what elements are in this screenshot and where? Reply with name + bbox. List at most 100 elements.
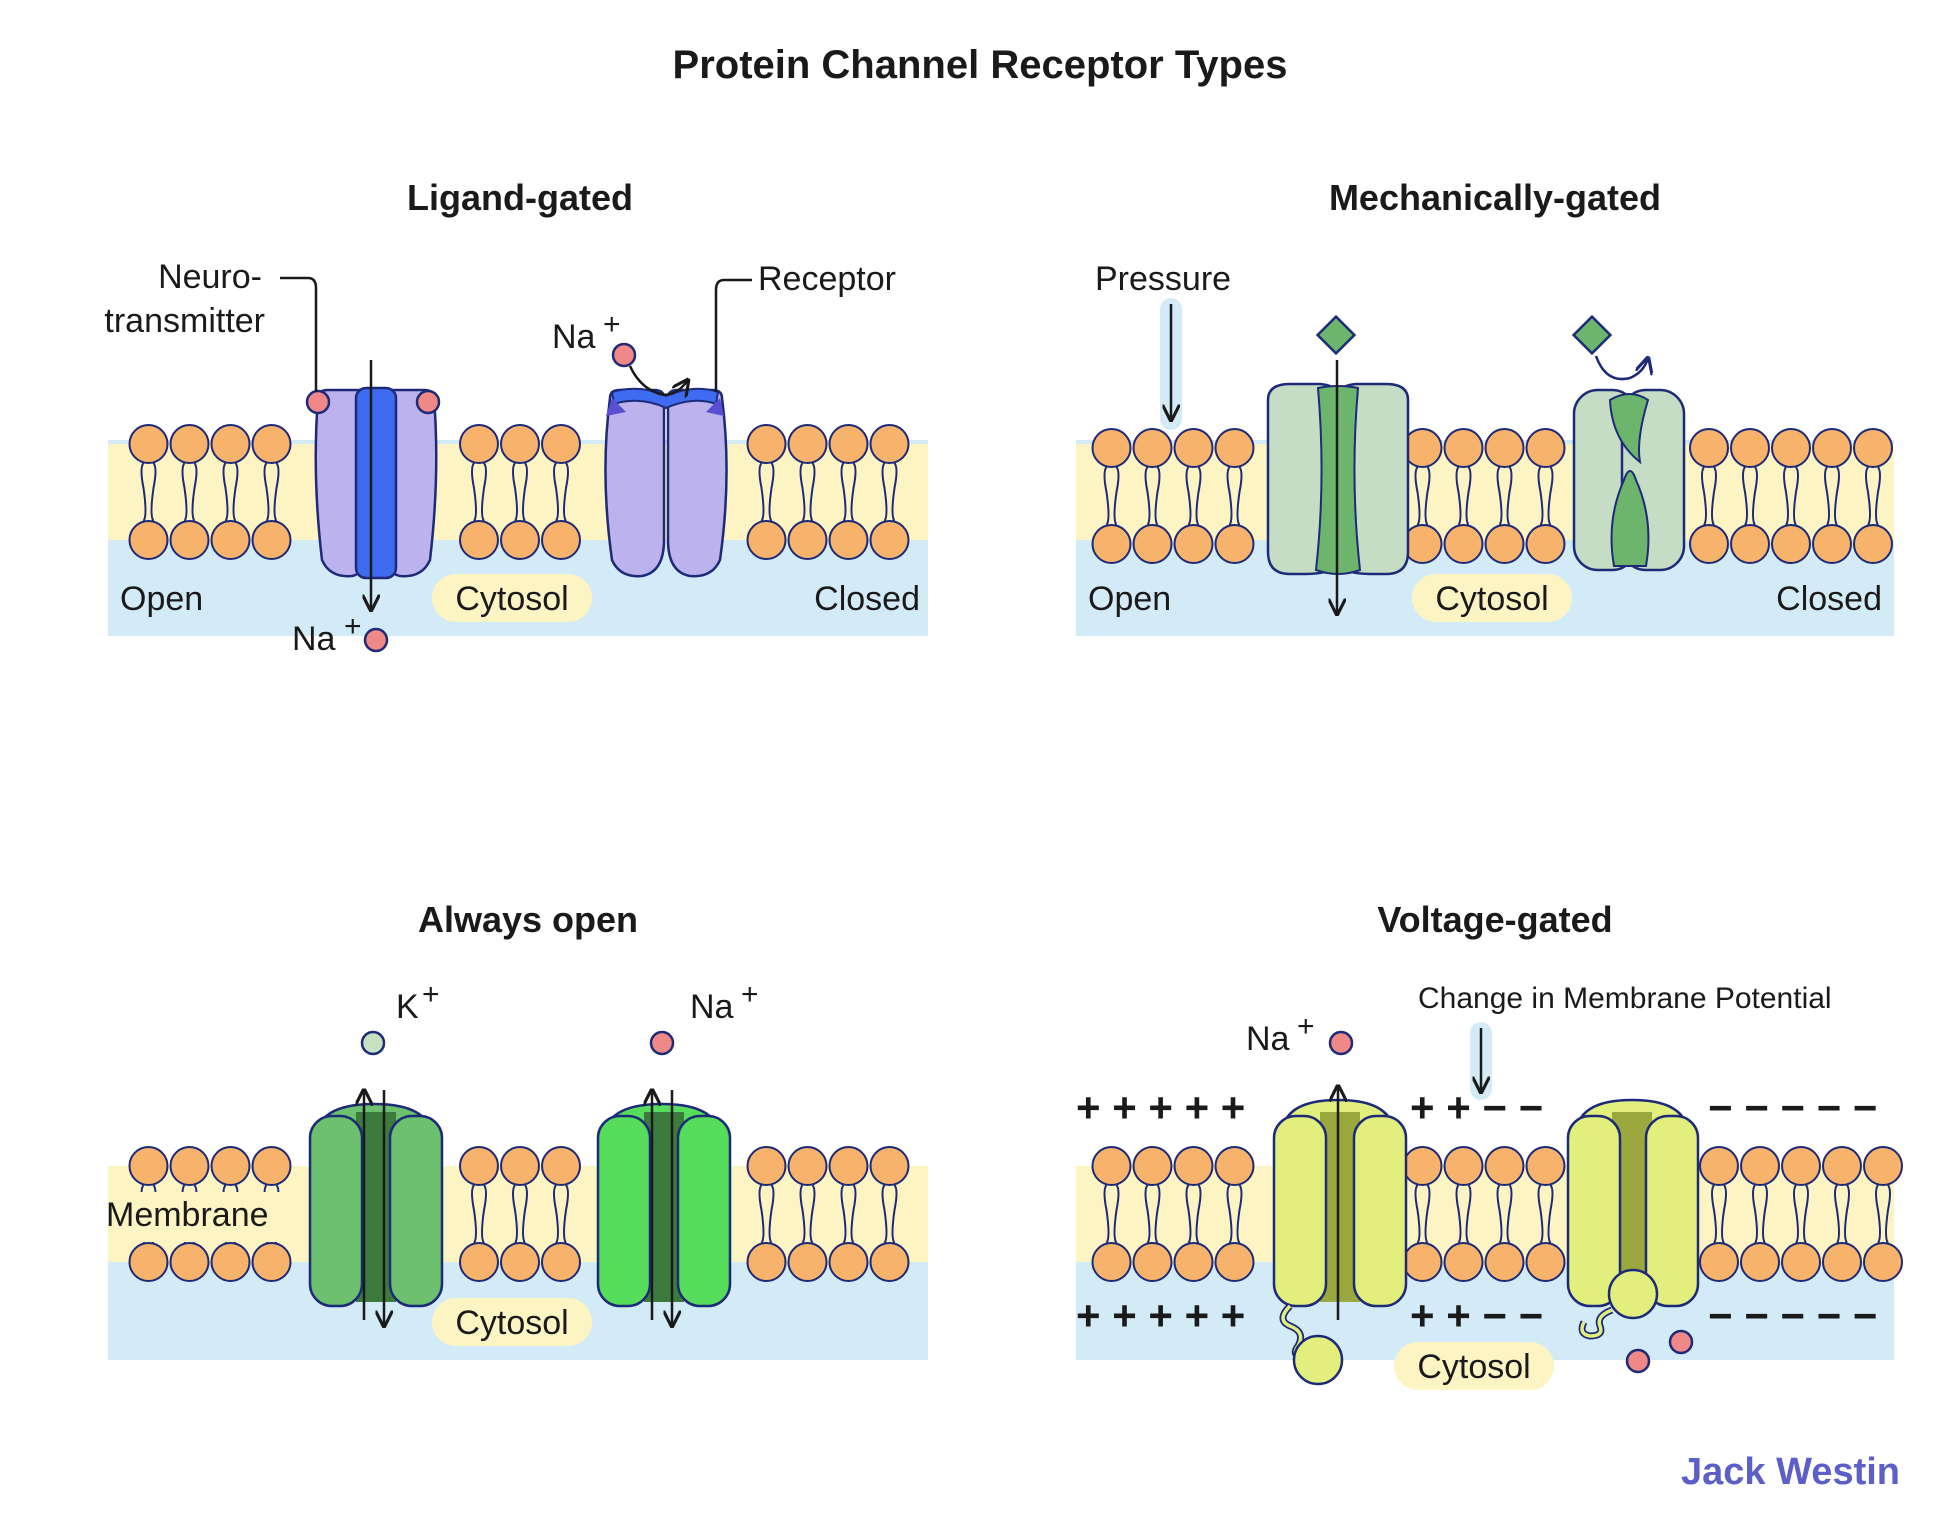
lipid-head [869,1242,910,1282]
panel-always-open: Always open K + Na + Membrane [106,899,928,1360]
bounce-arrow [628,365,688,395]
mechanical-channel-open [1266,314,1410,614]
callout-line [280,276,318,392]
lipid-tail [850,1184,857,1244]
lipid-head [1402,1146,1443,1186]
lipid-head [1091,1146,1132,1186]
lipid-tail [850,462,857,522]
panel-mechanically-gated: Mechanically-gated Pressure Open Closed [1076,177,1894,636]
lipid-head [1699,1146,1739,1186]
lipid-head [787,1242,828,1282]
lipid-head [1443,524,1484,564]
lipid-tail [1414,466,1421,526]
lipid-tail [150,462,157,522]
lipid-tail [1185,1184,1192,1244]
lipid-head [169,1242,210,1282]
panel-title-mechanically-gated: Mechanically-gated [1329,177,1661,218]
lipid-head [1771,524,1811,564]
panel-title-always-open: Always open [418,899,638,940]
membrane-label: Membrane [106,1196,269,1234]
lipid-tail [1113,1184,1120,1244]
lipid-tail [1803,1184,1809,1244]
lipid-tail [881,462,888,522]
lipid-head [1771,428,1811,468]
lipid-tail [1547,466,1554,526]
na-ion [1328,1030,1354,1056]
cytosol-pill [432,574,592,622]
lipid-tail [512,1184,518,1244]
charge-sup: + [603,308,621,341]
lipid-tail [481,462,487,522]
lipid-head [128,520,169,560]
lipid-head [1525,1146,1566,1186]
lipid-head [1443,1146,1484,1186]
na-ion [611,342,637,368]
lipid-head [251,424,292,464]
lipid-tail [1752,466,1758,526]
lipid-tail [1537,1184,1544,1244]
lipid-head [1091,1242,1132,1282]
cytosol-pill [1394,1342,1554,1390]
charge-sup: + [741,978,759,1011]
lipid-head [1812,428,1852,468]
lipid-tail [553,462,559,522]
lipid-head [500,1242,540,1282]
lipid-tail [1537,466,1544,526]
lipid-tail [809,462,816,522]
na-ion [363,627,389,653]
lipid-tail [563,462,569,522]
change-potential-label: Change in Membrane Potential [1418,982,1832,1015]
lipid-head [1091,428,1132,468]
lipid-head [746,1242,787,1282]
na-ion [1625,1348,1651,1374]
neurotransmitter-ion [415,389,441,415]
lipid-head [1173,1146,1214,1186]
closed-label: Closed [814,580,920,618]
lipid-bilayer [128,424,910,560]
lipid-head [787,424,828,464]
lipid-tail [809,1184,816,1244]
lipid-head [1730,428,1770,468]
lipid-tail [1865,466,1871,526]
lipid-tail [563,1184,569,1244]
lipid-head [251,1146,292,1186]
lipid-tail [1711,1184,1717,1244]
lipid-tail [1885,1184,1891,1244]
page-title: Protein Channel Receptor Types [673,43,1288,87]
lipid-head [459,1146,499,1186]
lipid-tail [768,462,775,522]
lipid-head [1173,428,1214,468]
lipid-head [541,424,581,464]
lipid-tail [1465,1184,1472,1244]
lipid-tail [1455,1184,1462,1244]
lipid-tail [1113,466,1120,526]
lipid-head [1525,524,1566,564]
open-label: Open [1088,580,1171,618]
lipid-tail [891,462,898,522]
lipid-head [251,520,292,560]
lipid-tail [1793,1184,1799,1244]
lipid-head [169,520,210,560]
lipid-head [1484,524,1525,564]
lipid-head [1822,1146,1862,1186]
panel-ligand-gated: Ligand-gated Neuro- transmitter Receptor [104,177,928,658]
lipid-tail [1824,466,1830,526]
k-channel [308,1090,444,1326]
inactivation-gate [1607,1268,1659,1320]
lipid-tail [522,462,528,522]
lipid-head [128,1146,169,1186]
lipid-head [1484,428,1525,468]
na-label-bottom: Na [292,620,336,658]
lipid-tail [1424,1184,1431,1244]
cytosol-pill [1412,574,1572,622]
lipid-tail [1195,466,1202,526]
lipid-tail [1226,1184,1233,1244]
lipid-tail [232,462,239,522]
lipid-head [1484,1242,1525,1282]
lipid-tail [481,1184,487,1244]
lipid-tail [1844,1184,1850,1244]
lipid-head [869,424,910,464]
lipid-head [869,1146,910,1186]
charge-sup: + [344,610,362,643]
lipid-head [1853,524,1893,564]
